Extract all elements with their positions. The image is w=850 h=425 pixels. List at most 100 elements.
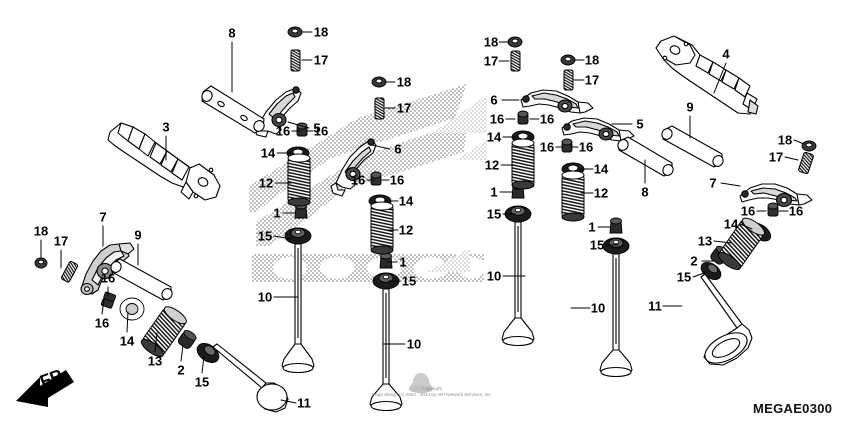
leader-lines-group xyxy=(40,31,805,404)
leader-line-31 xyxy=(201,355,205,374)
rocker-shaft-8-right xyxy=(617,136,674,177)
leader-line-44 xyxy=(793,139,805,145)
callout-14-28: 14 xyxy=(119,333,135,349)
leader-line-30 xyxy=(180,344,184,362)
callout-10-21: 10 xyxy=(406,336,422,352)
leader-line-47 xyxy=(784,156,799,161)
callout-18-35: 18 xyxy=(584,52,600,68)
callout-13-59: 13 xyxy=(697,233,713,249)
callout-6-9: 6 xyxy=(394,141,402,157)
valve-10-d xyxy=(599,253,633,378)
pivot-16 xyxy=(100,110,779,309)
callout-16-8: 16 xyxy=(313,123,329,139)
leader-line-5 xyxy=(287,121,310,129)
callout-16-27: 16 xyxy=(94,315,110,331)
callout-18-23: 18 xyxy=(33,223,49,239)
callout-12-16: 12 xyxy=(398,222,414,238)
callout-4-37: 4 xyxy=(722,46,730,62)
callout-18-1: 18 xyxy=(313,24,329,40)
callout-16-40: 16 xyxy=(489,111,505,127)
callout-5-5: 5 xyxy=(313,120,321,136)
callout-17-24: 17 xyxy=(53,233,69,249)
valve-10-a xyxy=(281,243,315,374)
callout-1-52: 1 xyxy=(490,184,498,200)
rocker-shaft-9-left xyxy=(110,258,173,301)
part-number: MEGAE0300 xyxy=(753,401,833,416)
callout-1-58: 1 xyxy=(588,219,596,235)
callout-15-17: 15 xyxy=(257,228,273,244)
callout-16-45: 16 xyxy=(539,139,555,155)
valve-spring-13-right xyxy=(717,217,765,271)
callout-16-54: 16 xyxy=(740,203,756,219)
rocker-arm-6-right xyxy=(520,89,594,114)
callout-12-48: 12 xyxy=(484,157,500,173)
cylinder-head-shading xyxy=(249,84,487,282)
callout-1-18: 1 xyxy=(399,254,407,270)
callout-1-15: 1 xyxy=(273,205,281,221)
valve-springs xyxy=(140,138,765,358)
callout-17-47: 17 xyxy=(768,149,784,165)
callout-16-7: 16 xyxy=(275,123,291,139)
valve-10-b xyxy=(369,288,403,412)
callout-16-11: 16 xyxy=(350,172,366,188)
callout-16-46: 16 xyxy=(578,139,594,155)
retainer-15 xyxy=(196,205,722,363)
rocker-arm-5 xyxy=(253,86,302,138)
callout-10-64: 10 xyxy=(590,300,606,316)
callout-10-19: 10 xyxy=(257,289,273,305)
leader-line-27 xyxy=(101,299,105,315)
spring-seat-14 xyxy=(119,130,772,321)
callout-2-30: 2 xyxy=(177,362,185,378)
callout-12-13: 12 xyxy=(258,175,274,191)
callout-6-38: 6 xyxy=(490,92,498,108)
rocker-arm-7-left xyxy=(80,242,135,296)
valve-spring-12-c xyxy=(511,138,535,190)
callout-5-42: 5 xyxy=(636,116,644,132)
leader-line-9 xyxy=(371,144,391,150)
callout-15-20: 15 xyxy=(401,273,417,289)
callout-15-60: 15 xyxy=(589,237,605,253)
copyright-line-1: Copyright xyxy=(422,386,442,391)
callout-14-10: 14 xyxy=(260,145,276,161)
leader-line-37 xyxy=(713,62,727,94)
callout-16-55: 16 xyxy=(788,203,804,219)
callout-14-57: 14 xyxy=(723,216,739,232)
valve-spring-12 xyxy=(287,153,311,207)
callout-3-6: 3 xyxy=(162,119,170,135)
leader-line-32 xyxy=(280,399,297,404)
valve-spring-13-left xyxy=(140,306,187,358)
callout-14-43: 14 xyxy=(486,129,502,145)
rocker-arm-6 xyxy=(330,138,377,197)
valve-spring-12-b xyxy=(370,201,394,255)
callout-2-62: 2 xyxy=(690,253,698,269)
leader-line-29 xyxy=(154,332,158,353)
leader-line-57 xyxy=(739,223,753,230)
callout-16-41: 16 xyxy=(539,111,555,127)
lock-nut-18 xyxy=(34,26,817,269)
callout-11-65: 11 xyxy=(648,298,662,314)
leader-line-51 xyxy=(720,182,741,187)
callout-10-61: 10 xyxy=(486,268,502,284)
callout-13-29: 13 xyxy=(147,353,163,369)
camshaft-right xyxy=(655,35,759,115)
rocker-shaft-8-top xyxy=(201,85,265,134)
rocker-shaft-9-right xyxy=(661,125,724,168)
rocker-arm-5-right xyxy=(561,117,635,142)
leader-line-63 xyxy=(692,271,708,278)
rocker-arm-7-right xyxy=(739,183,813,208)
callout-9-25: 9 xyxy=(134,227,142,243)
callout-17-36: 17 xyxy=(584,72,600,88)
callout-14-14: 14 xyxy=(398,193,414,209)
leader-line-17 xyxy=(273,235,293,240)
valve-11-left xyxy=(212,343,289,413)
callout-12-53: 12 xyxy=(593,185,609,201)
valve-11-right xyxy=(700,273,753,366)
valve-10-c xyxy=(501,221,535,347)
callout-17-4: 17 xyxy=(396,100,412,116)
callout-7-22: 7 xyxy=(99,209,107,225)
callout-15-56: 15 xyxy=(486,206,502,222)
callout-15-63: 15 xyxy=(676,269,692,285)
camshaft-left xyxy=(107,122,221,201)
